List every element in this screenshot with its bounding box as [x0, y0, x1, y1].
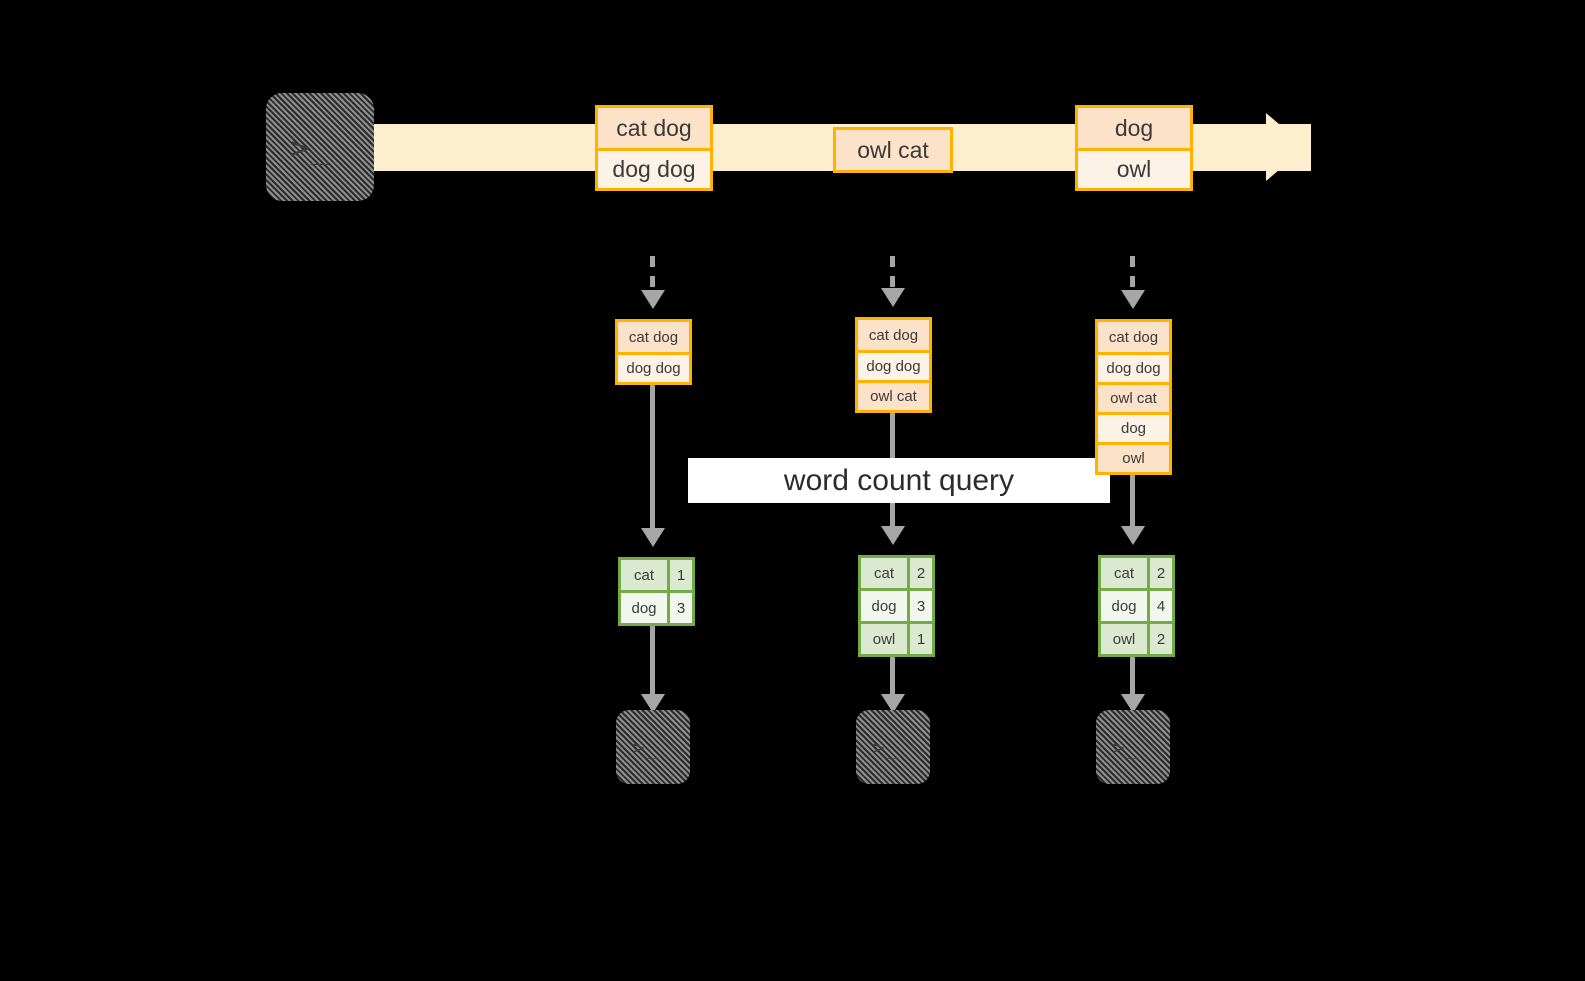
- table-cell-count: 3: [667, 593, 692, 623]
- table-row: dog 4: [1101, 588, 1172, 621]
- record-line: owl cat: [836, 130, 950, 170]
- table-row: cat 1: [621, 560, 692, 590]
- state-to-result-arrowhead-2: [881, 526, 905, 545]
- state-line: owl cat: [1098, 382, 1169, 412]
- table-row: owl 2: [1101, 621, 1172, 654]
- result-table-1[interactable]: cat 1 dog 3: [618, 557, 695, 626]
- record-line: cat dog: [598, 108, 710, 148]
- table-cell-count: 2: [907, 558, 932, 588]
- table-cell-word: dog: [1111, 597, 1137, 615]
- dashed-connector-3-arrowhead: [1121, 290, 1145, 309]
- stream-record-group-1[interactable]: cat dog dog dog: [595, 105, 713, 191]
- state-line: cat dog: [618, 322, 689, 352]
- state-line: owl: [1098, 442, 1169, 472]
- state-to-result-arrowhead-3: [1121, 526, 1145, 545]
- table-cell-word: dog: [631, 599, 657, 617]
- terminal-hatch-border: [1096, 710, 1170, 784]
- dashed-connector-2-arrowhead: [881, 288, 905, 307]
- dashed-connector-1-arrowhead: [641, 290, 665, 309]
- terminal-hatch-border: [856, 710, 930, 784]
- accumulated-state-3[interactable]: cat dog dog dog owl cat dog owl: [1095, 319, 1172, 475]
- result-to-sink-arrowhead-1: [641, 694, 665, 713]
- state-line: dog: [1098, 412, 1169, 442]
- stream-record-group-3[interactable]: dog owl: [1075, 105, 1193, 191]
- sink-terminal-icon-2[interactable]: >_: [856, 710, 930, 784]
- terminal-prompt-glyph: >_: [872, 736, 898, 759]
- result-table-2[interactable]: cat 2 dog 3 owl 1: [858, 555, 935, 657]
- table-cell-count: 1: [907, 624, 932, 654]
- result-table-3[interactable]: cat 2 dog 4 owl 2: [1098, 555, 1175, 657]
- table-row: dog 3: [621, 590, 692, 623]
- terminal-prompt-glyph: >_: [290, 131, 331, 166]
- stream-arrow-head: [1266, 113, 1306, 181]
- accumulated-state-2[interactable]: cat dog dog dog owl cat: [855, 317, 932, 413]
- state-line: cat dog: [1098, 322, 1169, 352]
- query-banner: word count query: [688, 458, 1110, 503]
- table-cell-count: 2: [1147, 624, 1172, 654]
- state-line: dog dog: [858, 350, 929, 380]
- table-cell-word: owl: [1112, 630, 1136, 648]
- accumulated-state-1[interactable]: cat dog dog dog: [615, 319, 692, 385]
- result-to-sink-line-3: [1130, 648, 1135, 705]
- source-terminal-icon[interactable]: >_: [266, 93, 374, 201]
- table-row: cat 2: [1101, 558, 1172, 588]
- table-cell-word: dog: [871, 597, 897, 615]
- state-line: cat dog: [858, 320, 929, 350]
- record-line: dog: [1078, 108, 1190, 148]
- table-cell-count: 4: [1147, 591, 1172, 621]
- result-to-sink-line-1: [650, 620, 655, 703]
- state-to-result-arrowhead-1: [641, 528, 665, 547]
- result-to-sink-arrowhead-2: [881, 694, 905, 713]
- terminal-prompt-glyph: >_: [632, 736, 658, 759]
- state-to-result-line-3: [1130, 472, 1135, 527]
- state-line: dog dog: [1098, 352, 1169, 382]
- table-cell-count: 1: [667, 560, 692, 590]
- sink-terminal-icon-3[interactable]: >_: [1096, 710, 1170, 784]
- dashed-connector-1: [650, 256, 655, 290]
- query-banner-label: word count query: [783, 463, 1015, 497]
- table-cell-word: cat: [1113, 564, 1134, 582]
- sink-terminal-icon-1[interactable]: >_: [616, 710, 690, 784]
- table-cell-word: cat: [633, 566, 654, 584]
- state-line: dog dog: [618, 352, 689, 382]
- table-cell-word: owl: [872, 630, 896, 648]
- table-cell-word: cat: [873, 564, 894, 582]
- terminal-prompt-glyph: >_: [1112, 736, 1138, 759]
- state-to-result-line-1: [650, 383, 655, 529]
- terminal-hatch-border: [266, 93, 374, 201]
- terminal-hatch-border: [616, 710, 690, 784]
- record-line: owl: [1078, 148, 1190, 188]
- table-cell-count: 3: [907, 591, 932, 621]
- record-line: dog dog: [598, 148, 710, 188]
- dashed-connector-3: [1130, 256, 1135, 290]
- table-row: cat 2: [861, 558, 932, 588]
- table-row: owl 1: [861, 621, 932, 654]
- stream-record-group-2[interactable]: owl cat: [833, 127, 953, 173]
- state-line: owl cat: [858, 380, 929, 410]
- table-cell-count: 2: [1147, 558, 1172, 588]
- table-row: dog 3: [861, 588, 932, 621]
- result-to-sink-line-2: [890, 650, 895, 705]
- result-to-sink-arrowhead-3: [1121, 694, 1145, 713]
- dashed-connector-2: [890, 256, 895, 288]
